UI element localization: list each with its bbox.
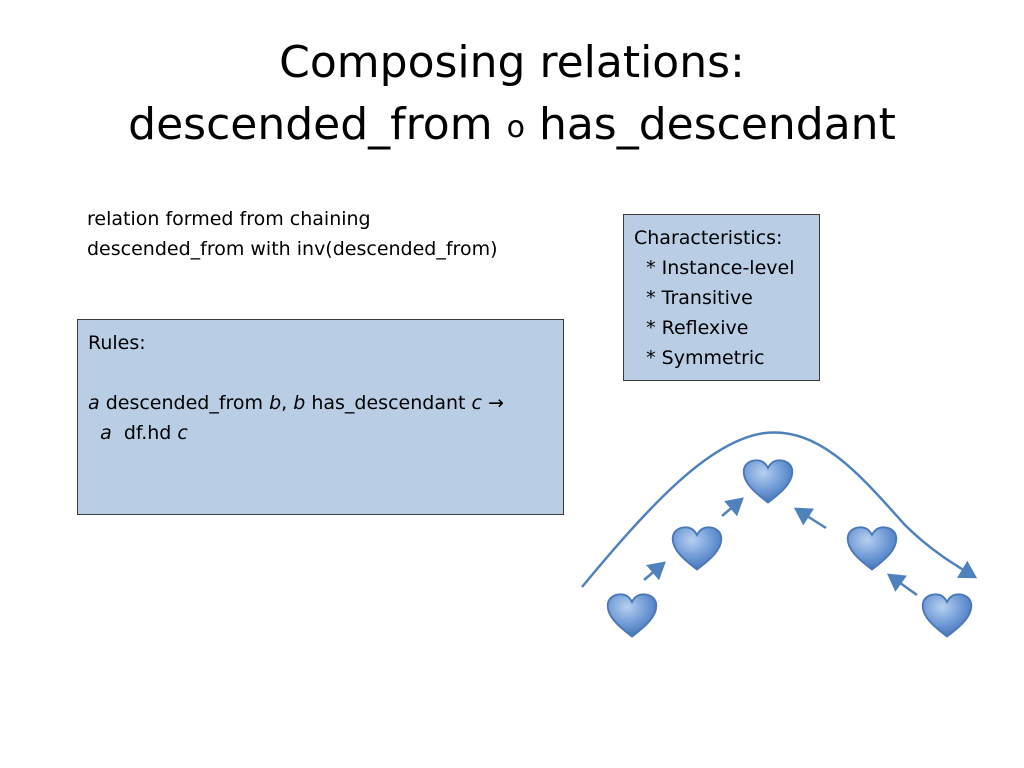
implies-arrow-icon: → <box>481 392 504 414</box>
rule-rel-df-hd: df.hd <box>111 422 178 444</box>
heart-icon <box>742 459 794 504</box>
rule-var-a: a <box>88 392 100 414</box>
title-left-relation: descended_from <box>128 99 493 150</box>
heart-icon <box>921 593 973 638</box>
rule-rel-has-descendant: has_descendant <box>305 392 472 414</box>
characteristics-box: Characteristics: * Instance-level * Tran… <box>623 214 820 381</box>
rule-comma: , <box>281 392 294 414</box>
intro-line-2: descended_from with inv(descended_from) <box>87 238 498 260</box>
composition-operator: o <box>506 110 525 145</box>
characteristic-transitive: * Transitive <box>646 287 753 309</box>
arrow-up-right-2 <box>886 573 918 597</box>
rule-var-a-result: a <box>100 422 112 444</box>
heart-icon <box>846 526 898 571</box>
characteristics-heading: Characteristics: <box>634 227 783 249</box>
arrow-up-left-2 <box>721 497 744 517</box>
slide-title: Composing relations: descended_from o ha… <box>0 32 1024 159</box>
characteristic-symmetric: * Symmetric <box>646 347 765 369</box>
characteristic-reflexive: * Reflexive <box>646 317 749 339</box>
rules-box: Rules: a descended_from b, b has_descend… <box>77 319 564 515</box>
rules-heading: Rules: <box>88 332 146 354</box>
composition-arc <box>581 431 978 588</box>
arrow-up-left-1 <box>643 561 666 581</box>
title-right-relation: has_descendant <box>538 99 896 150</box>
rule-var-b-second: b <box>293 392 306 414</box>
lineage-diagram <box>581 431 978 638</box>
heart-icon <box>671 526 723 571</box>
characteristic-instance-level: * Instance-level <box>646 257 795 279</box>
title-line-1: Composing relations: <box>279 37 745 88</box>
rule-var-c-result: c <box>177 422 188 444</box>
arrow-up-right-1 <box>793 507 827 530</box>
rule-var-c: c <box>471 392 482 414</box>
rule-line-1: a descended_from b, b has_descendant c → <box>88 388 553 418</box>
heart-icon <box>606 593 658 638</box>
intro-text: relation formed from chaining descended_… <box>87 204 587 264</box>
intro-line-1: relation formed from chaining <box>87 208 371 230</box>
rule-rel-descended-from: descended_from <box>99 392 270 414</box>
rules-blank-line <box>88 358 553 388</box>
rule-var-b: b <box>269 392 282 414</box>
rule-line-2: a df.hd c <box>88 418 553 448</box>
